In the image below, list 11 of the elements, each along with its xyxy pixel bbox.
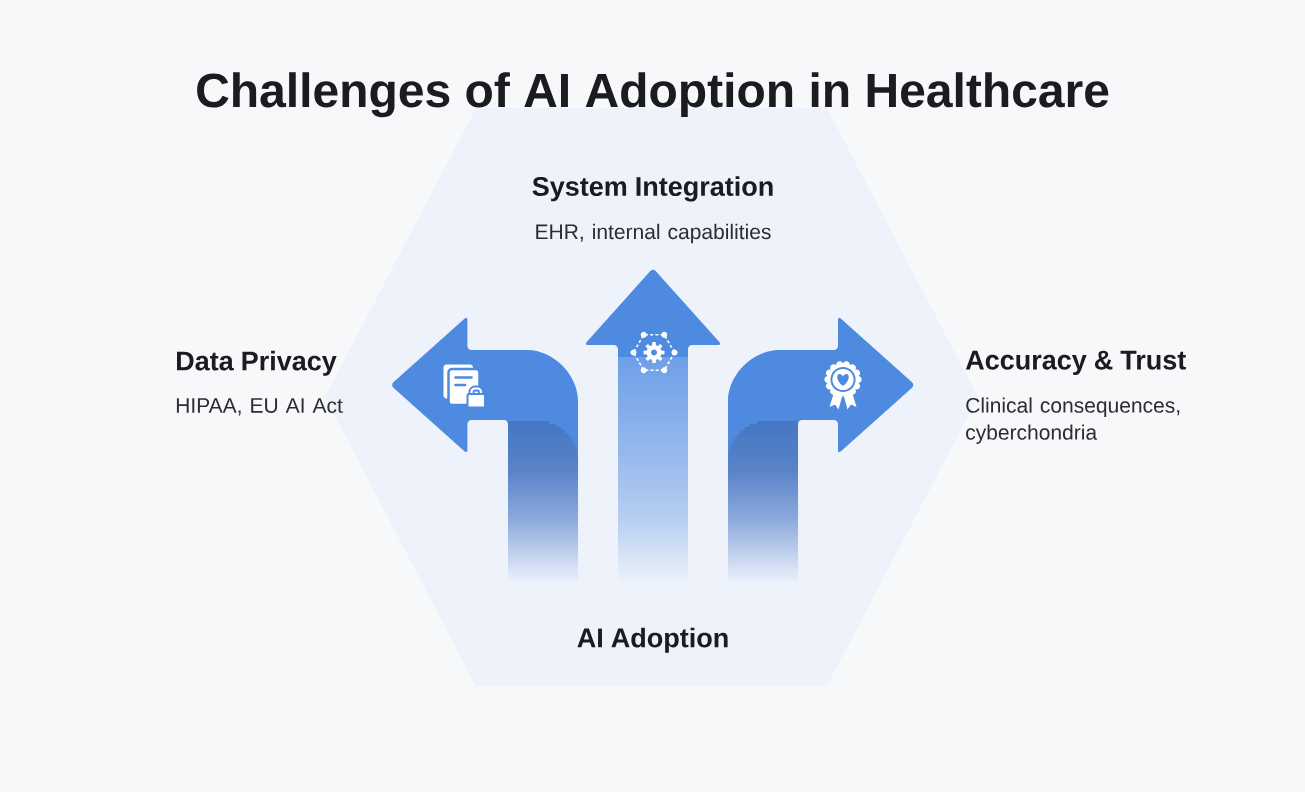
heading: Accuracy & Trust xyxy=(965,350,1186,375)
description: Clinical consequences, cyberchondria xyxy=(966,397,1180,444)
title: Challenges of AI Adoption in Healthcare xyxy=(197,72,1109,118)
description: EHR, internal capabilities xyxy=(536,223,771,244)
arrow xyxy=(728,317,914,583)
description: HIPAA, EU AI Act xyxy=(176,398,343,416)
arrow xyxy=(585,269,721,583)
heading: System Integration xyxy=(532,176,773,202)
arrow xyxy=(392,317,578,583)
heading: AI Adoption xyxy=(577,627,728,653)
heading: Data Privacy xyxy=(177,350,337,376)
